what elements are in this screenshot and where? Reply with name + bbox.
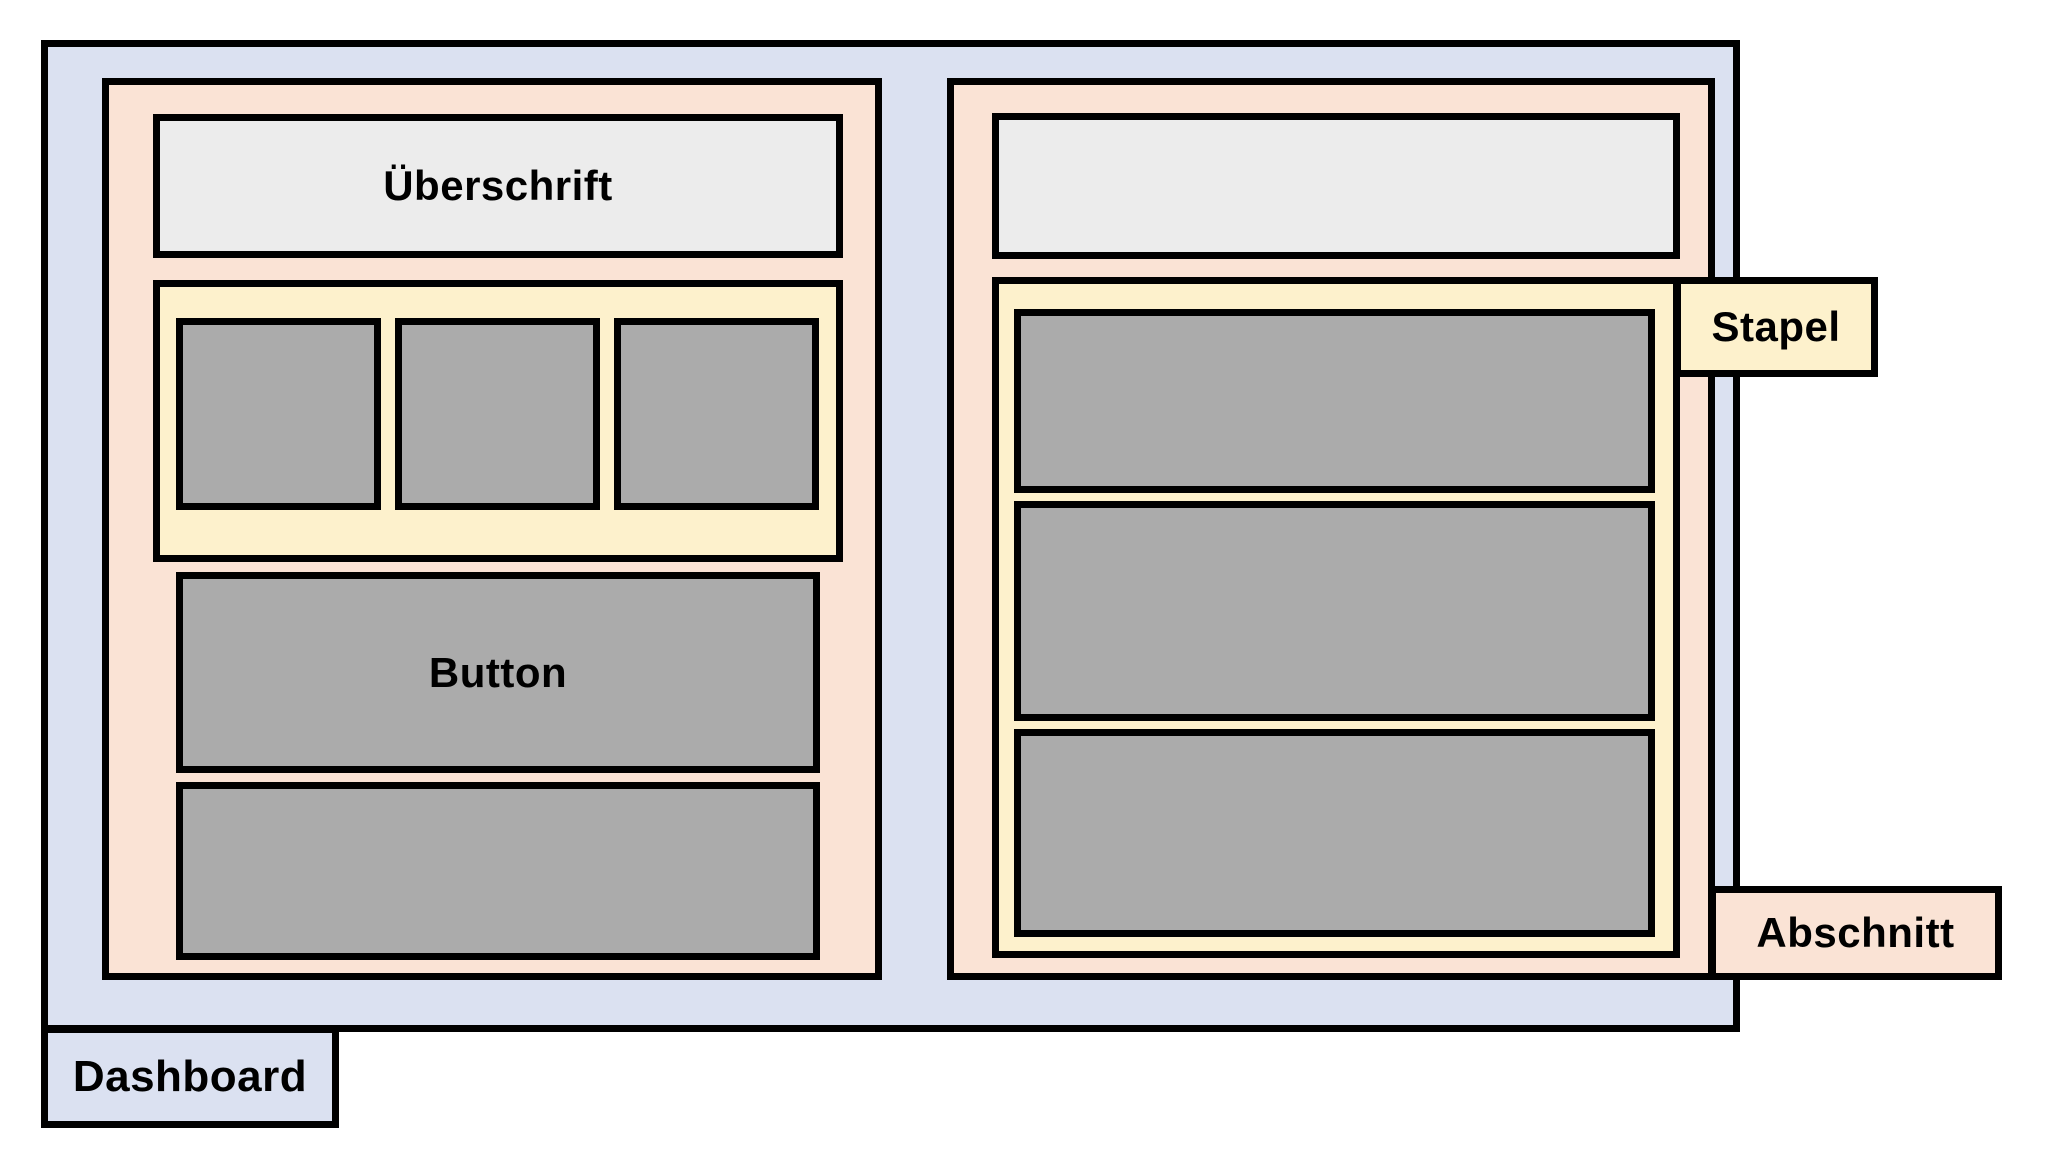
heading-box-empty	[992, 113, 1680, 259]
stapel-label-tab: Stapel	[1674, 277, 1878, 377]
stack-item	[614, 318, 819, 510]
stack-container-left	[153, 280, 843, 562]
heading-box: Überschrift	[153, 114, 843, 258]
button-box: Button	[176, 572, 820, 773]
stack-item	[395, 318, 600, 510]
stack-item	[1014, 309, 1655, 493]
stack-item	[1014, 729, 1655, 937]
placeholder-box	[176, 782, 820, 960]
stack-item	[1014, 501, 1655, 721]
dashboard-label-tab: Dashboard	[41, 1026, 339, 1128]
abschnitt-label-tab: Abschnitt	[1709, 886, 2002, 980]
stack-item	[176, 318, 381, 510]
stack-container-right	[992, 277, 1680, 958]
